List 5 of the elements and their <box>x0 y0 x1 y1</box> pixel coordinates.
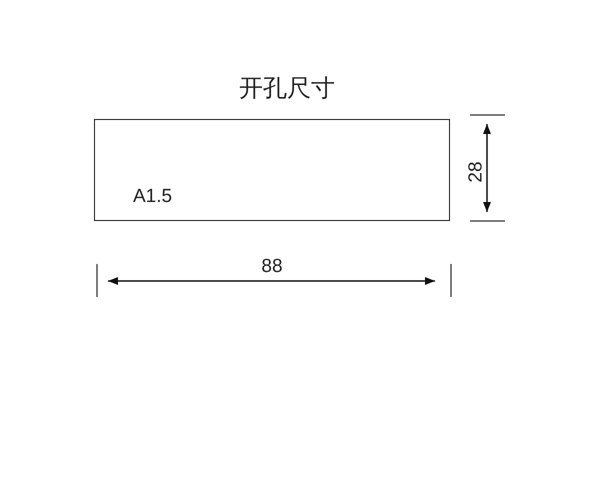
part-label: A1.5 <box>133 186 172 208</box>
cutout-rectangle <box>94 119 450 221</box>
title: 开孔尺寸 <box>238 74 336 104</box>
dimension-label: 28 <box>467 161 487 183</box>
dimension-label: 88 <box>261 257 283 277</box>
